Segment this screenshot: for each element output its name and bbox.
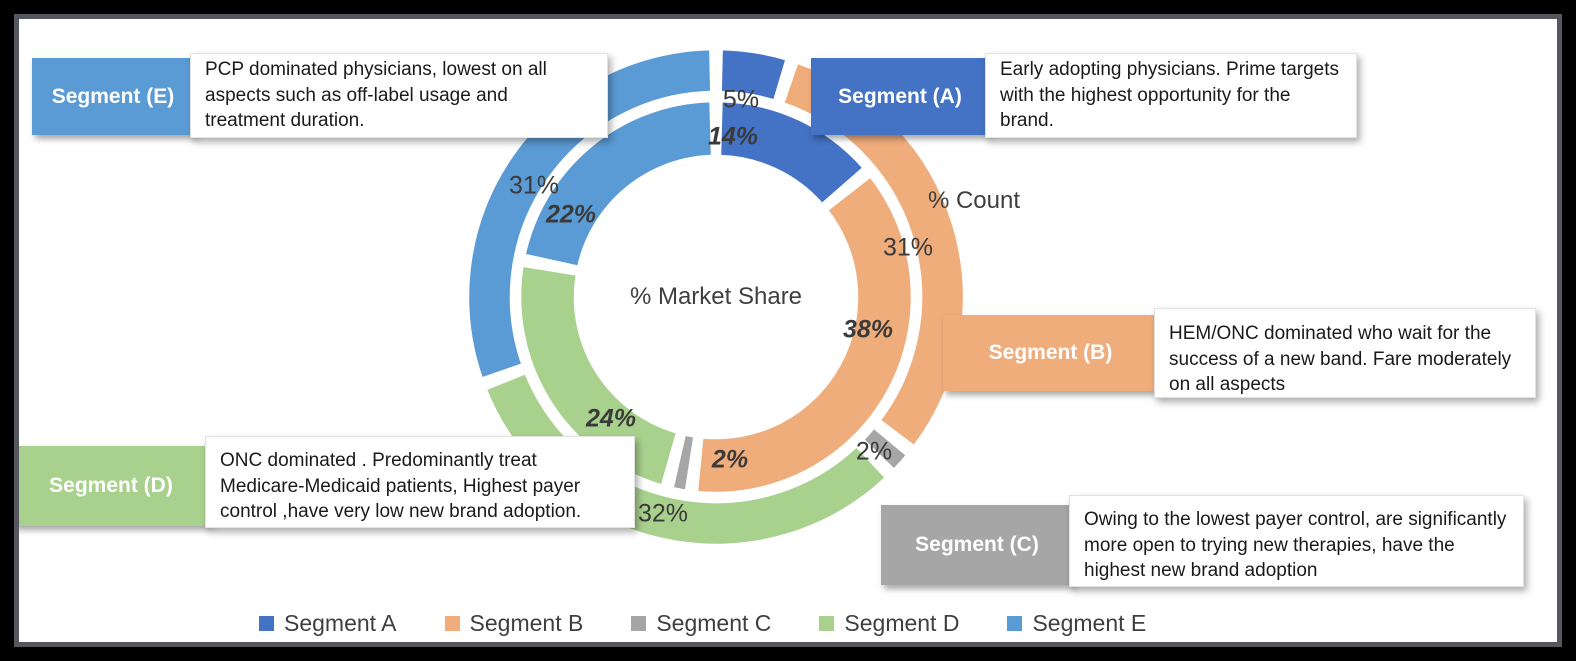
callout-tag-segment-d: Segment (D) xyxy=(19,446,209,526)
outer-series-label: % Count xyxy=(927,187,1021,214)
legend-item-segment-a[interactable]: Segment A xyxy=(259,610,397,637)
slice-segment-c[interactable] xyxy=(861,425,909,472)
legend-item-segment-b[interactable]: Segment B xyxy=(444,609,584,637)
slice-segment-c[interactable] xyxy=(671,433,696,493)
legend-item-segment-d[interactable]: Segment D xyxy=(819,610,959,637)
callout-tag-segment-a: Segment (A) xyxy=(811,58,989,135)
legend-item-segment-c[interactable]: Segment C xyxy=(631,610,771,637)
legend-label-segment-a: Segment A xyxy=(284,609,397,636)
legend-swatch-segment-d xyxy=(819,615,835,631)
legend-swatch-segment-a xyxy=(259,615,274,631)
inner-ring-market-share xyxy=(518,99,914,495)
legend-swatch-segment-c xyxy=(631,615,647,631)
callout-segment-e[interactable]: Segment (E) PCP dominated physicians, lo… xyxy=(32,53,608,138)
callout-text-segment-e: PCP dominated physicians, lowest on all … xyxy=(190,53,608,138)
slice-segment-e[interactable] xyxy=(523,99,714,269)
callout-text-segment-a: Early adopting physicians. Prime targets… xyxy=(985,53,1357,138)
chart-legend: Segment A Segment B Segment C Segment D … xyxy=(259,601,1179,642)
legend-label-segment-d: Segment D xyxy=(844,609,960,636)
page-frame: % Market Share % Count 5% 31% 2% 32% 31%… xyxy=(14,14,1562,647)
callout-tag-segment-b: Segment (B) xyxy=(943,315,1158,391)
callout-segment-d[interactable]: Segment (D) ONC dominated . Predominantl… xyxy=(19,436,635,528)
legend-swatch-segment-e xyxy=(1007,615,1023,631)
legend-swatch-segment-b xyxy=(444,615,460,631)
legend-item-segment-e[interactable]: Segment E xyxy=(1007,610,1146,637)
callout-segment-b[interactable]: Segment (B) HEM/ONC dominated who wait f… xyxy=(943,308,1536,398)
slice-segment-b[interactable] xyxy=(781,61,966,449)
callout-tag-segment-e: Segment (E) xyxy=(32,58,194,135)
legend-label-segment-b: Segment B xyxy=(469,609,584,636)
callout-tag-segment-c: Segment (C) xyxy=(881,505,1073,585)
legend-label-segment-c: Segment C xyxy=(656,609,772,636)
slice-segment-a[interactable] xyxy=(719,47,789,103)
callout-text-segment-b: HEM/ONC dominated who wait for the succe… xyxy=(1154,308,1536,398)
chart-canvas: % Market Share % Count 5% 31% 2% 32% 31%… xyxy=(19,19,1557,642)
slice-segment-a[interactable] xyxy=(718,99,866,206)
callout-text-segment-c: Owing to the lowest payer control, are s… xyxy=(1069,495,1524,587)
callout-text-segment-d: ONC dominated . Predominantly treat Medi… xyxy=(205,436,635,528)
center-label: % Market Share xyxy=(629,283,803,310)
slice-segment-b[interactable] xyxy=(695,174,914,495)
callout-segment-a[interactable]: Segment (A) Early adopting physicians. P… xyxy=(811,53,1357,138)
callout-segment-c[interactable]: Segment (C) Owing to the lowest payer co… xyxy=(881,495,1524,587)
legend-label-segment-e: Segment E xyxy=(1032,609,1147,636)
